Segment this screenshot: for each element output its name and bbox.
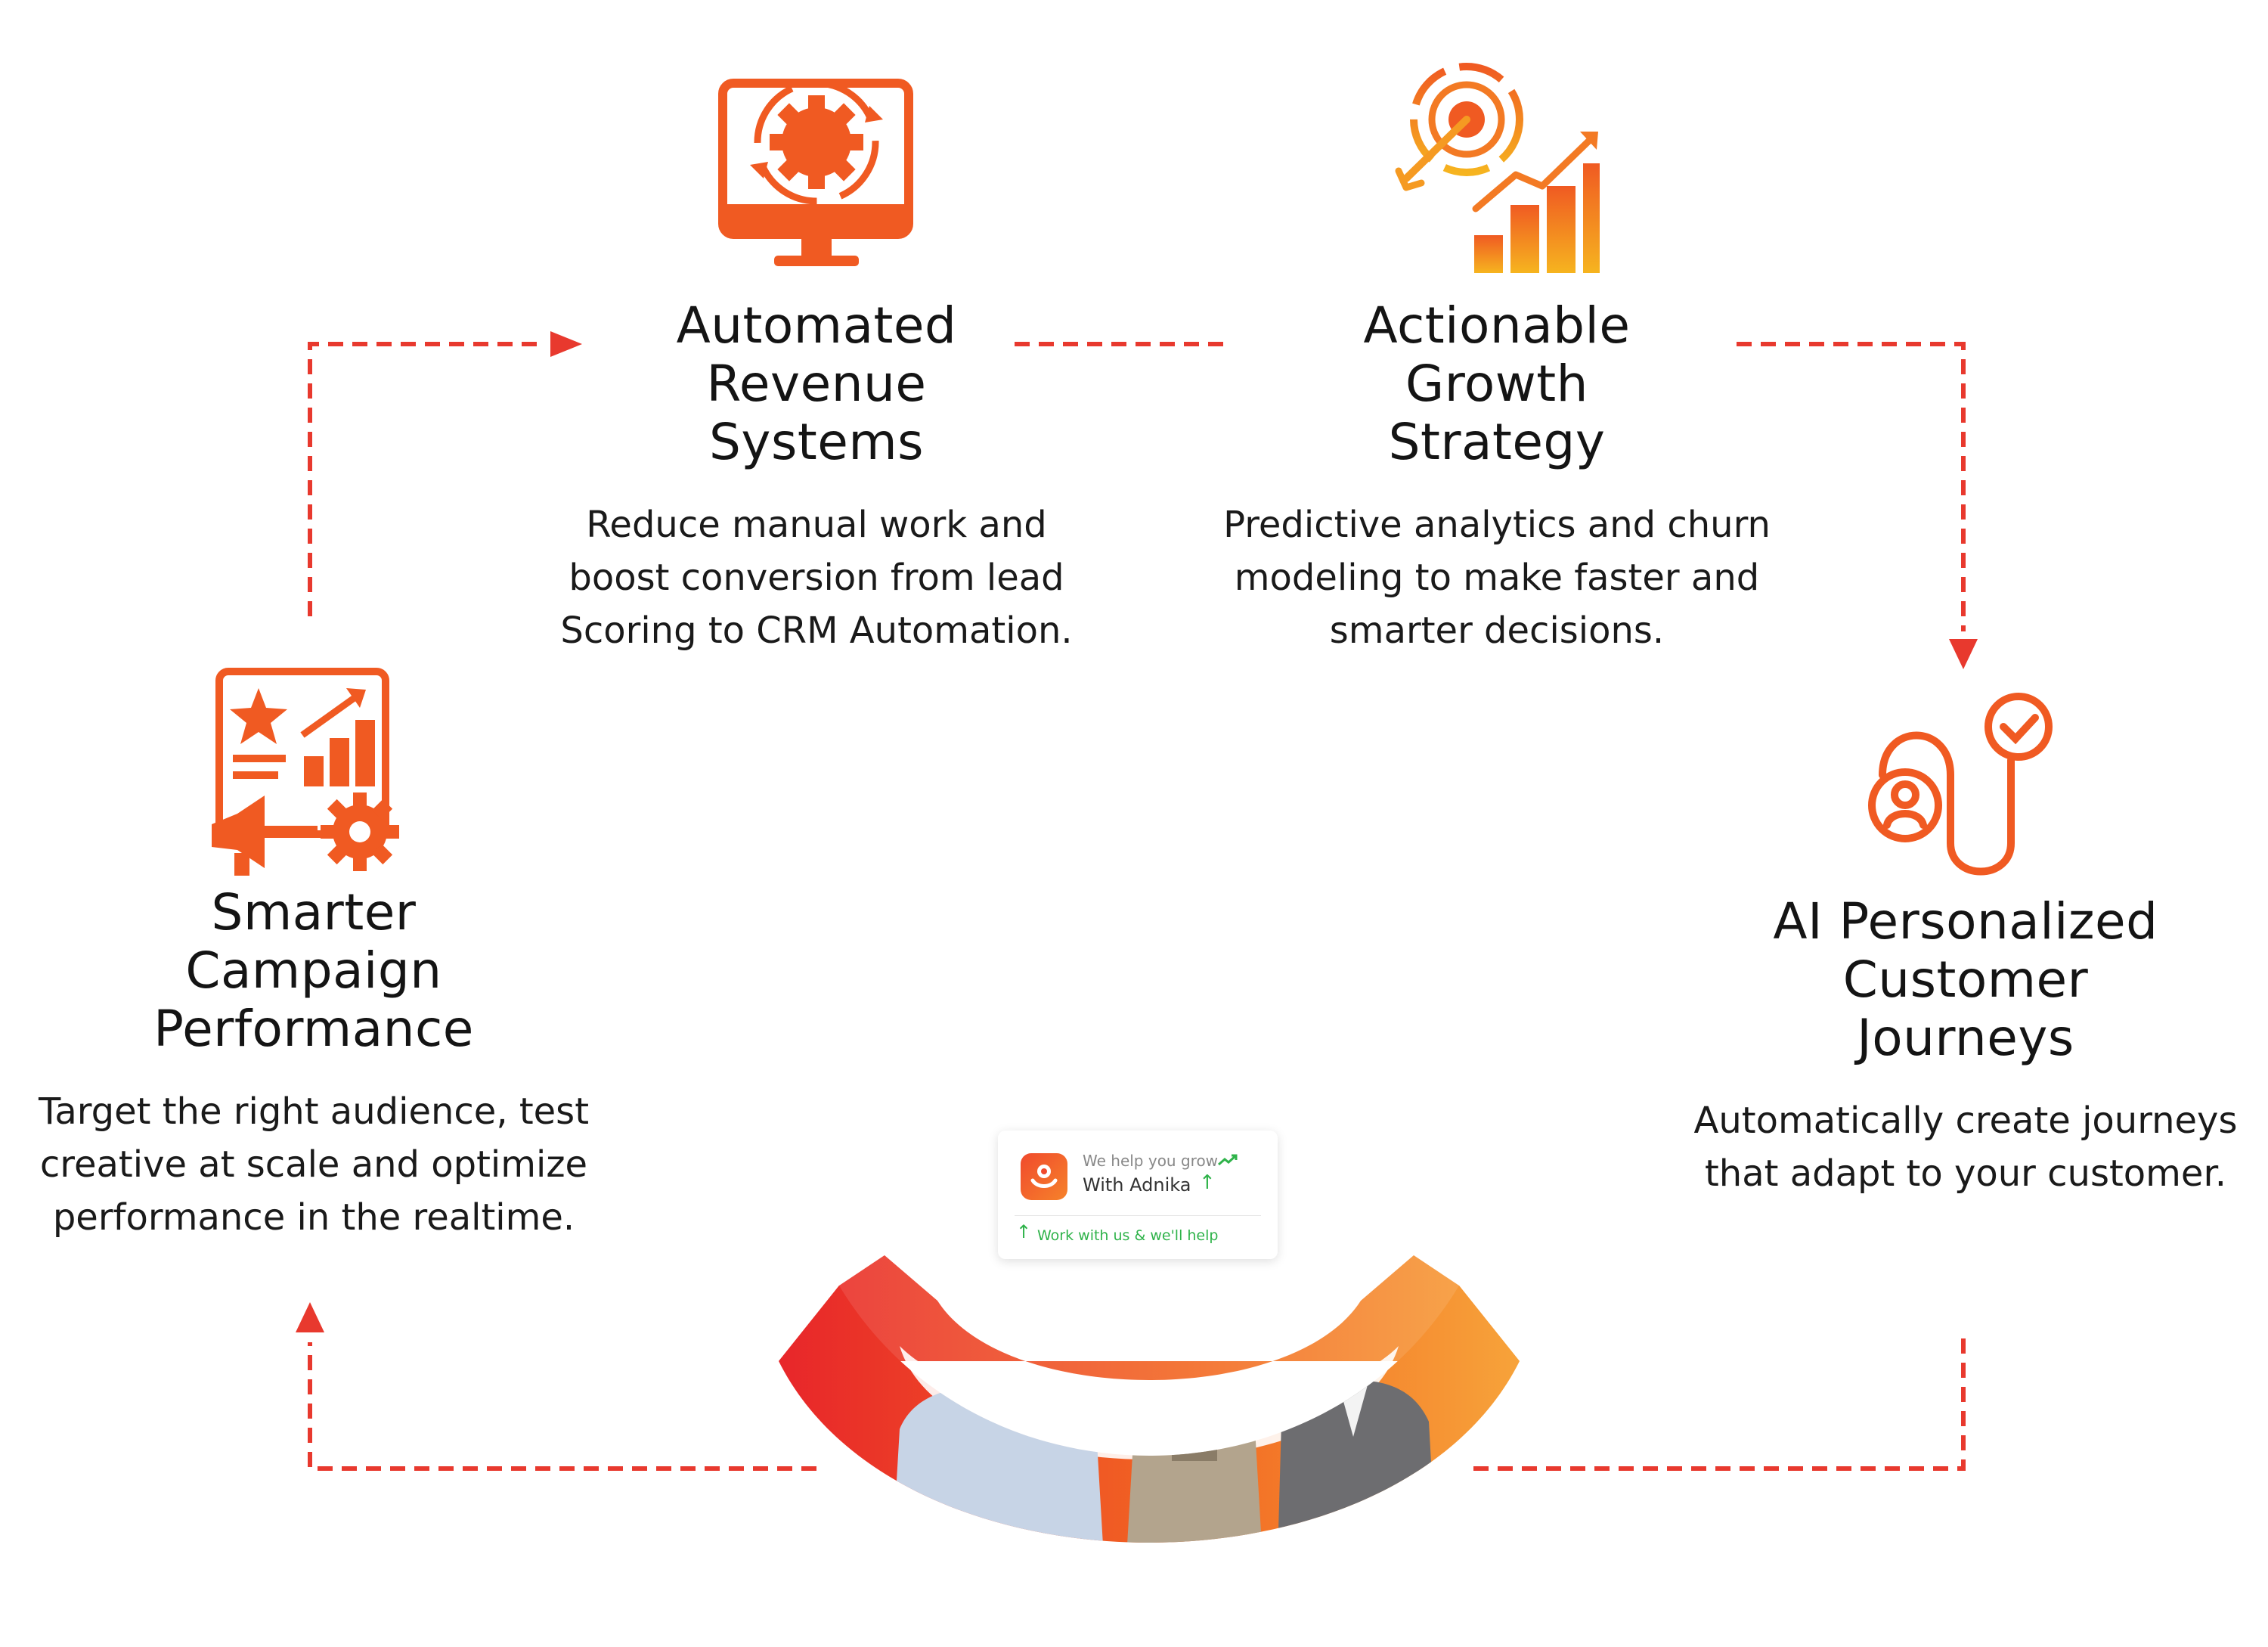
target-growth-chart-icon <box>1395 63 1600 273</box>
title-line: AI Personalized <box>1773 892 2158 951</box>
description-line: Scoring to CRM Automation. <box>560 609 1073 652</box>
description-line: creative at scale and optimize <box>39 1143 588 1186</box>
connector-hero-to-campaign <box>308 1342 816 1471</box>
arrowhead-down <box>1949 639 1978 669</box>
step-actionable-growth-strategy: Actionable Growth Strategy Predictive an… <box>1210 296 1784 657</box>
description-line: smarter decisions. <box>1329 609 1665 652</box>
title-line: Customer <box>1842 951 2089 1009</box>
description-line: that adapt to your customer. <box>1704 1152 2227 1195</box>
description-line: modeling to make faster and <box>1234 557 1760 599</box>
arrowhead-right <box>550 331 582 357</box>
user-journey-check-icon <box>1868 693 2053 876</box>
arrowhead-up <box>296 1302 324 1332</box>
promo-brand-line: With Adnika <box>1083 1174 1191 1196</box>
adnika-logo <box>1021 1153 1067 1200</box>
monitor-gear-icon <box>718 79 913 266</box>
title-line: Automated <box>676 296 957 355</box>
title-line: Actionable <box>1363 296 1631 355</box>
promo-divider <box>1015 1215 1261 1216</box>
title-line: Performance <box>153 1000 474 1058</box>
step-description: Target the right audience, test creative… <box>0 1085 627 1244</box>
step-title: Automated Revenue Systems <box>544 296 1089 471</box>
promo-cta-text: Work with us & we'll help <box>1037 1227 1219 1244</box>
step-description: Automatically create journeys that adapt… <box>1663 1094 2268 1200</box>
team-photo <box>779 1255 1520 1543</box>
trend-up-icon <box>1218 1154 1238 1166</box>
step-description: Reduce manual work and boost conversion … <box>544 498 1089 657</box>
title-line: Journeys <box>1857 1009 2074 1067</box>
connector-ai-to-hero <box>1467 1338 1966 1471</box>
promo-tagline: We help you grow <box>1083 1152 1219 1170</box>
promo-card: We help you grow With Adnika ↑ ↑ Work wi… <box>998 1131 1278 1259</box>
connector-growth-to-ai <box>1737 342 1966 631</box>
title-line: Campaign <box>185 941 442 1000</box>
description-line: Target the right audience, test <box>38 1090 590 1133</box>
description-line: performance in the realtime. <box>52 1196 575 1239</box>
logo-mark-icon <box>1030 1165 1058 1188</box>
title-line: Growth <box>1405 355 1588 413</box>
title-line: Strategy <box>1388 413 1606 471</box>
description-line: Predictive analytics and churn <box>1223 504 1771 546</box>
title-line: Smarter <box>211 883 417 941</box>
step-title: Actionable Growth Strategy <box>1210 296 1784 471</box>
campaign-dashboard-icon <box>212 668 399 876</box>
step-title: Smarter Campaign Performance <box>0 883 627 1058</box>
step-description: Predictive analytics and churn modeling … <box>1210 498 1784 657</box>
title-line: Systems <box>709 413 924 471</box>
description-line: boost conversion from lead <box>569 557 1064 599</box>
step-title: AI Personalized Customer Journeys <box>1663 892 2268 1067</box>
title-line: Revenue <box>706 355 927 413</box>
connector-campaign-to-revenue <box>308 342 544 616</box>
arrow-up-icon: ↑ <box>1016 1221 1032 1242</box>
description-line: Automatically create journeys <box>1693 1100 2238 1142</box>
step-automated-revenue-systems: Automated Revenue Systems Reduce manual … <box>544 296 1089 657</box>
arrow-up-icon: ↑ <box>1199 1171 1216 1194</box>
description-line: Reduce manual work and <box>586 504 1047 546</box>
step-ai-personalized-customer-journeys: AI Personalized Customer Journeys Automa… <box>1663 892 2268 1200</box>
step-smarter-campaign-performance: Smarter Campaign Performance Target the … <box>0 883 627 1244</box>
